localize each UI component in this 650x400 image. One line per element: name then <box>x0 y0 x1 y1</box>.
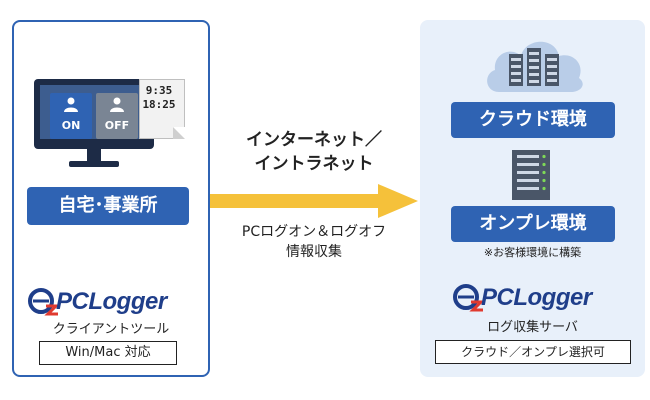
onprem-server-icon <box>512 150 550 200</box>
monitor-icon: ON OFF <box>34 79 154 171</box>
on-label: ON <box>61 119 81 132</box>
login-time: 9:35 <box>145 84 173 97</box>
collection-info-label: PCログオン＆ログオフ 情報収集 <box>241 224 387 260</box>
logout-time: 18:25 <box>142 98 176 111</box>
data-flow-arrow-icon <box>210 184 418 218</box>
time-memo: 9:35 18:25 <box>139 79 185 139</box>
client-tool-label: クライアントツール <box>52 322 170 337</box>
os-support-box: Win/Mac 対応 <box>39 341 177 365</box>
ez-logo-icon <box>28 288 60 316</box>
onprem-environment-label: オンプレ環境 <box>451 206 615 242</box>
log-server-label: ログ収集サーバ <box>487 320 578 335</box>
off-label: OFF <box>104 119 130 132</box>
user-icon <box>110 97 124 112</box>
home-office-label: 自宅･事業所 <box>27 187 189 225</box>
network-label: インターネット／ イントラネット <box>246 130 382 174</box>
pclogger-logo: PCLogger <box>453 282 613 314</box>
cloud-server-icon <box>487 41 583 92</box>
onprem-note: ※お客様環境に構築 <box>483 246 582 259</box>
deployment-option-box: クラウド／オンプレ選択可 <box>435 340 631 364</box>
user-icon <box>64 97 78 112</box>
ez-logo-icon <box>453 284 485 312</box>
pclogger-logo: PCLogger <box>28 286 188 318</box>
cloud-environment-label: クラウド環境 <box>451 102 615 138</box>
on-tile: ON <box>50 93 92 139</box>
off-tile: OFF <box>96 93 138 139</box>
